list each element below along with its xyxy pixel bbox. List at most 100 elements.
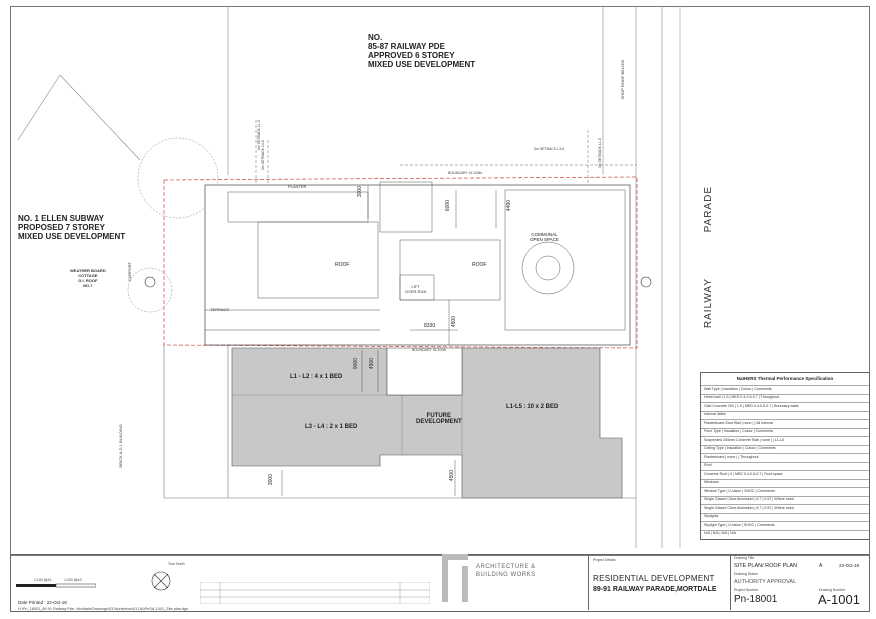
table-row-divider (701, 461, 869, 463)
project-cell: Project Details RESIDENTIAL DEVELOPMENT … (588, 554, 729, 610)
revision-table (200, 582, 430, 604)
weatherboard-label: WEATHER BOARD COTTAGE G.I. ROOF NO.7 (70, 268, 106, 288)
table-row: Single Glazed Clear Aluminium | 6.7 | 0.… (704, 497, 794, 501)
project-label: Project Details (593, 558, 616, 562)
boundary-word-top: BOUNDARY (448, 171, 468, 175)
table-row: Wall Type | Insulation | Colour | Commen… (704, 386, 772, 391)
dim-3000-bottom: 3000 (268, 474, 274, 486)
drawing-number: A-1001 (818, 592, 860, 607)
table-row-divider (701, 393, 869, 395)
table-row-divider (701, 478, 869, 480)
north-arrow-icon (151, 571, 171, 591)
table-row-divider (701, 487, 869, 488)
lift-overrun-label: LIFT OVER-RUN (405, 284, 427, 294)
revision-value: A (819, 563, 823, 569)
dim-4500-mid: 4500 (451, 316, 457, 328)
boundary-label-top: BOUNDARY 44.105m (448, 171, 482, 175)
dim-6000: 6000 (445, 200, 451, 212)
table-row-divider (701, 444, 869, 446)
boundary-length-top: 44.105m (468, 171, 483, 175)
table-row-divider (701, 504, 869, 505)
dim-4500-left: 4500 (369, 358, 375, 370)
nathers-spec-table: NatHERS Thermal Performance Specificatio… (700, 372, 870, 540)
table-row: Single Glazed Clear Aluminium | 6.7 | 0.… (704, 505, 794, 510)
dim-9000: 9000 (353, 358, 359, 370)
dim-8330: 8330 (424, 323, 436, 329)
table-row-divider (701, 427, 869, 429)
communal-space-label: COMMUNAL OPEN SPACE (530, 232, 559, 242)
scale-bar-graphic (16, 583, 97, 588)
unit-label-l1-l5: L1-L5 : 10 x 2 BED (506, 404, 559, 410)
table-row-divider (701, 453, 869, 454)
title-block (10, 554, 870, 612)
table-row: Plasterboard Stud Wall | none | | All in… (704, 420, 773, 425)
roof-label-1: ROOF (335, 262, 350, 268)
drawing-cell: Drawing Title SITE PLAN/ ROOF PLAN A 22-… (730, 554, 868, 610)
roof-label-2: ROOF (472, 262, 487, 268)
table-row: Suspended 200mm Concrete Slab | none | |… (704, 437, 784, 442)
table-row: Ceiling Type | Insulation | Colour | Com… (704, 446, 776, 450)
project-name: RESIDENTIAL DEVELOPMENT (593, 574, 715, 583)
setback-label-2: 3m SETBACK L4-6 (261, 140, 265, 171)
table-row: Plasterboard | none | | Throughout (704, 454, 759, 459)
firm-logo-icon (442, 554, 468, 602)
dim-3000-top: 3000 (357, 186, 363, 198)
drawing-title-label: Drawing Title (734, 556, 755, 560)
table-row: N/A | N/A | N/A | N/A (704, 531, 737, 535)
table-row: Concrete Roof | 0 | MED 0.4-0.5-0.7 | Ro… (704, 471, 783, 476)
boundary-length-bottom: 44.100m (432, 348, 447, 352)
table-row: Roof (704, 463, 712, 467)
project-address: 89-91 RAILWAY PARADE,MORTDALE (593, 586, 717, 593)
terrace-label: TERRACE (210, 307, 230, 312)
table-row: Skylights (704, 514, 719, 518)
planter-label: PLANTER (288, 184, 307, 189)
table-row: Hebel wall | 1.5 | MED 0.4-0.5-0.7 | Thr… (704, 395, 780, 399)
future-development-label: FUTURE DEVELOPMENT (416, 413, 462, 425)
firm-name-2: BUILDING WORKS (476, 572, 536, 578)
table-row-divider (701, 512, 869, 514)
dim-4490: 4490 (506, 200, 512, 212)
table-row-divider (701, 419, 869, 420)
date-printed: Date Printed : 22-Oct-18 (18, 600, 67, 605)
file-path: H:\Pn_18001_89-91 Railway Pde, Mortdale\… (18, 607, 189, 611)
table-row: Floor Type | Insulation | Colour | Comme… (704, 429, 774, 433)
table-row: Windows (704, 480, 719, 484)
boundary-label-bottom: BOUNDARY 44.100m (412, 348, 446, 352)
brick-building-label: BRICK & G.I. BUILDING (118, 424, 123, 468)
table-row: Window Type | U-Value | SHGC | Comments (704, 488, 775, 493)
drawing-status: AUTHORITY APPROVAL (734, 579, 797, 585)
revision-date: 22-Oct-18 (839, 563, 860, 568)
shop-roof-label: SHOP ROOF BELOW (620, 60, 625, 100)
table-row-divider (701, 470, 869, 471)
sheet-border (10, 6, 870, 556)
table-row: Internal Walls (704, 412, 726, 416)
drawing-status-label: Drawing Status (734, 572, 758, 576)
table-title: NatHERS Thermal Performance Specificatio… (736, 376, 834, 381)
table-row-divider (701, 410, 869, 412)
scale-label-2: 1:200 @A3 (64, 578, 82, 582)
north-neighbour-label: NO. 85-87 RAILWAY PDE APPROVED 6 STOREY … (368, 33, 476, 69)
table-row: Skylight Type | U-Value | SHGC | Comment… (704, 522, 775, 527)
table-row-divider (701, 436, 869, 437)
table-row-divider (701, 385, 869, 386)
scale-bar (16, 576, 97, 588)
table-row-divider (701, 402, 869, 403)
true-north-label: True North (168, 562, 185, 566)
carport-label: CARPORT (127, 262, 132, 282)
setback-label-3: 3m SETBACK L3-6 (534, 147, 565, 151)
scale-label-1: 1:100 @A1 (34, 578, 52, 582)
table-row-divider (701, 521, 869, 522)
road-label-parade: PARADE (703, 186, 714, 233)
drawing-number-label: Drawing Number (819, 588, 846, 592)
drawing-title: SITE PLAN/ ROOF PLAN (734, 563, 797, 569)
boundary-word-bottom: BOUNDARY (412, 348, 432, 352)
table-row: Clad Concrete 200 | 1.5 | MED 0.4-0.5-0.… (704, 403, 799, 408)
unit-label-l3-l4: L3 - L4 : 2 x 1 BED (305, 424, 358, 430)
unit-label-l1-l2: L1 - L2 : 4 x 1 BED (290, 374, 343, 380)
west-neighbour-label: NO. 1 ELLEN SUBWAY PROPOSED 7 STOREY MIX… (18, 214, 126, 241)
dim-4500-bottom: 4500 (449, 470, 455, 482)
road-label-railway: RAILWAY (703, 278, 714, 329)
setback-label-4: 3m SETBACK L1-5 (598, 138, 602, 169)
